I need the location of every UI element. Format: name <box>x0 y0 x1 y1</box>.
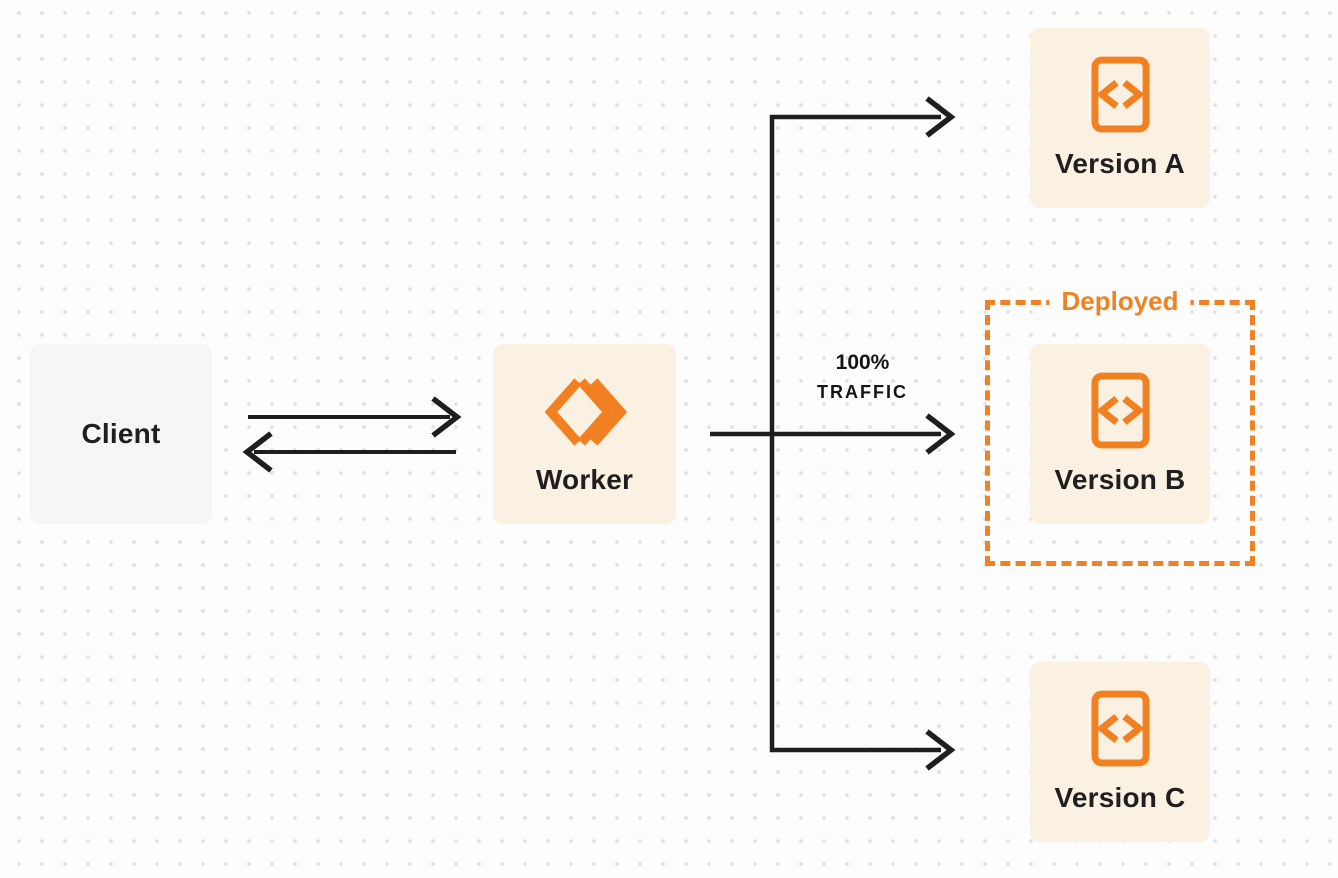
deployed-group-outline: Deployed <box>985 286 1255 566</box>
worker-label: Worker <box>535 463 634 495</box>
client-label: Client <box>81 418 161 449</box>
traffic-word: TRAFFIC <box>817 382 908 402</box>
worker-double-chevron-icon <box>542 373 628 451</box>
code-file-icon <box>1090 690 1150 767</box>
arrowhead-worker-to-client <box>242 431 273 473</box>
client-node: Client <box>30 344 212 524</box>
traffic-label: 100% TRAFFIC <box>800 351 925 403</box>
version-b-node: Version B <box>1030 344 1210 524</box>
version-c-label: Version C <box>1054 782 1186 813</box>
version-a-label: Version A <box>1055 148 1185 179</box>
code-file-icon <box>1090 372 1150 449</box>
version-b-label: Version B <box>1054 464 1186 495</box>
arrowhead-to-version-b <box>925 413 956 455</box>
arrowhead-client-to-worker <box>431 396 462 438</box>
deployed-group-label: Deployed <box>1049 286 1191 318</box>
version-c-node: Version C <box>1030 662 1210 842</box>
arrowhead-to-version-c <box>925 729 956 771</box>
traffic-percent: 100% <box>835 351 890 374</box>
code-file-icon <box>1090 56 1150 133</box>
version-a-node: Version A <box>1030 28 1210 208</box>
worker-node: Worker <box>493 344 676 524</box>
arrowhead-to-version-a <box>925 96 956 138</box>
